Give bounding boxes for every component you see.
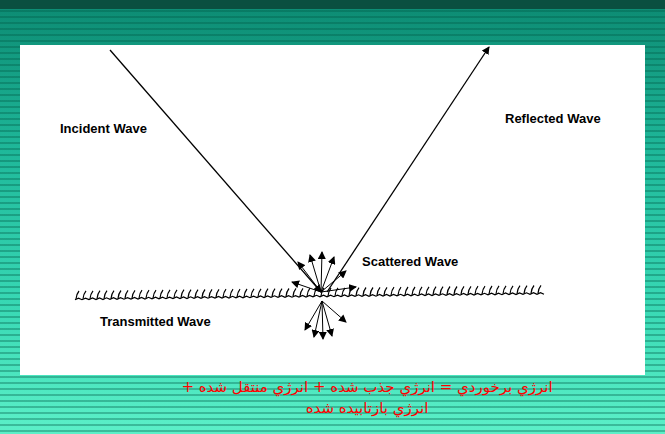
- rough-surface: [75, 285, 544, 299]
- wave-label: Scattered Wave: [362, 254, 458, 269]
- transmitted-arrows: [305, 301, 346, 339]
- top-band: [0, 0, 665, 9]
- surface-line: [75, 293, 544, 300]
- scattered-arrows: [292, 252, 356, 292]
- reflected-arrow: [327, 47, 489, 292]
- incident-arrow: [110, 50, 321, 292]
- wave-label: Reflected Wave: [505, 111, 601, 126]
- surface-hatch: [76, 285, 541, 299]
- wave-label: Incident Wave: [60, 121, 147, 136]
- wave-label: Transmitted Wave: [100, 314, 211, 329]
- energy-equation: انرژي برخوردي = انرژي جذب شده + انرژي من…: [172, 377, 562, 419]
